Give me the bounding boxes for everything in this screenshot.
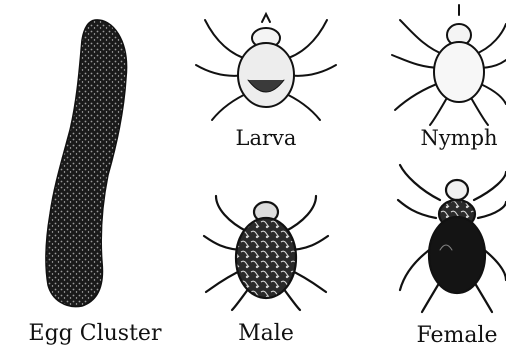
caption-nymph: Nymph: [420, 128, 497, 149]
tick-female-illustration: [398, 165, 506, 312]
caption-larva: Larva: [236, 128, 297, 149]
egg-cluster-illustration: [46, 20, 127, 307]
caption-female: Female: [416, 325, 497, 347]
caption-egg-cluster: Egg Cluster: [29, 323, 162, 345]
tick-nymph-illustration: [392, 5, 506, 125]
tick-male-illustration: [204, 196, 328, 310]
caption-male: Male: [238, 323, 294, 345]
tick-larva-illustration: [196, 14, 336, 120]
